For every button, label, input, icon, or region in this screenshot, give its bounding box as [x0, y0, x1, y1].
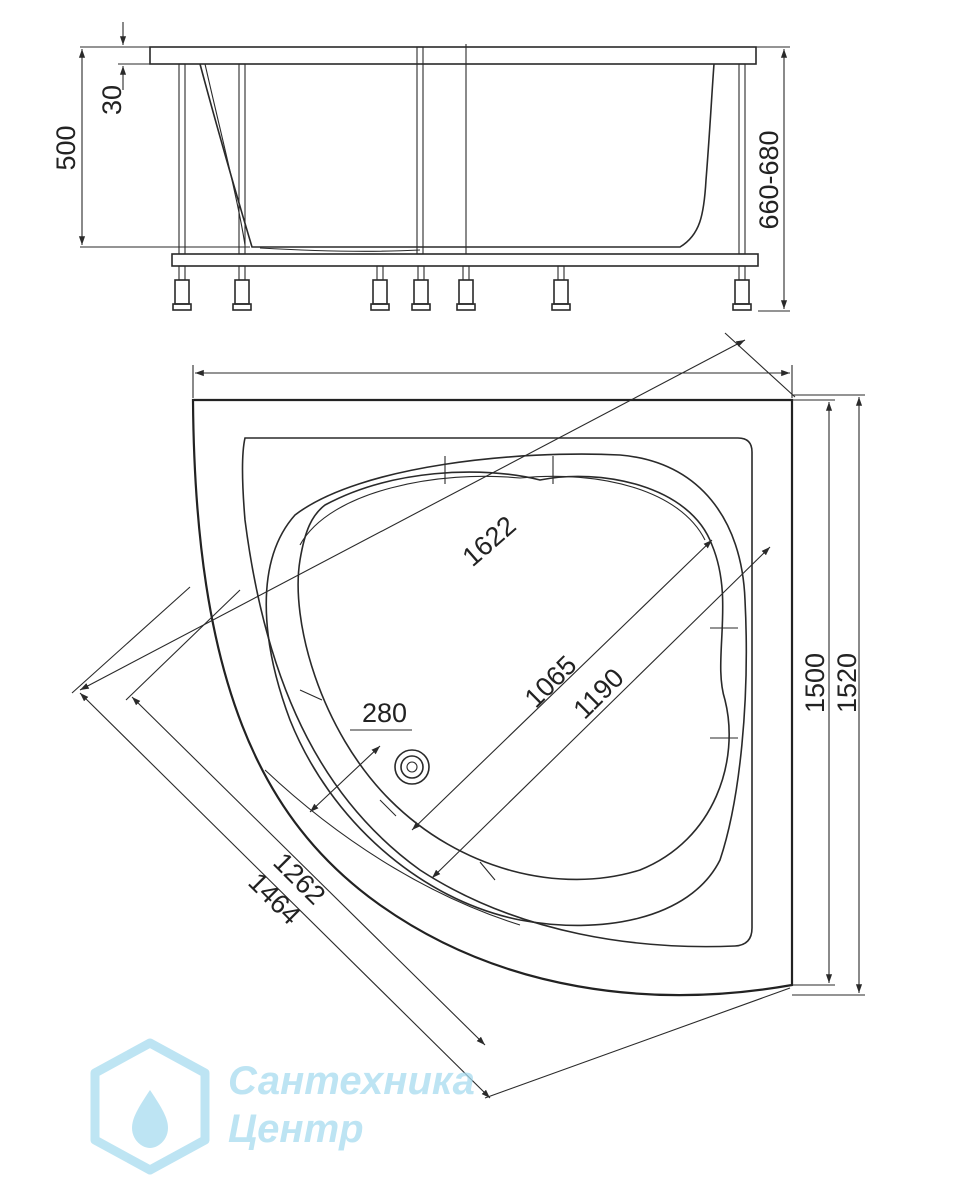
dim-line-1622: [79, 339, 746, 691]
dim-280-label: 280: [362, 698, 407, 728]
side-rim: [149, 46, 757, 65]
watermark-cube-icon: [90, 1038, 210, 1175]
watermark-line2: Центр: [228, 1107, 364, 1151]
side-feet: [172, 265, 752, 311]
side-frame-legs: [178, 46, 746, 255]
watermark-logo: Сантехника Центр: [90, 1038, 475, 1175]
dim-660-680-label: 660-680: [754, 130, 784, 229]
drain-icon: [394, 749, 430, 785]
dim-1520-label: 1520: [832, 653, 862, 713]
dim-line-1190: [431, 546, 771, 879]
dim-30-label: 30: [97, 85, 127, 115]
watermark-line1: Сантехника: [228, 1059, 475, 1103]
dim-500-label: 500: [51, 125, 81, 170]
side-bowl: [199, 63, 715, 248]
side-base-frame: [171, 253, 759, 267]
dim-1500-label: 1500: [800, 653, 830, 713]
side-view: 500 30 660-680: [51, 22, 790, 312]
dim-line-1464: [79, 692, 491, 1099]
top-view: 1622 1065 1190 280 1262 1464 1500 1520: [71, 332, 865, 1099]
headrest-marks: [299, 456, 738, 881]
dim-1622-label: 1622: [457, 510, 522, 572]
